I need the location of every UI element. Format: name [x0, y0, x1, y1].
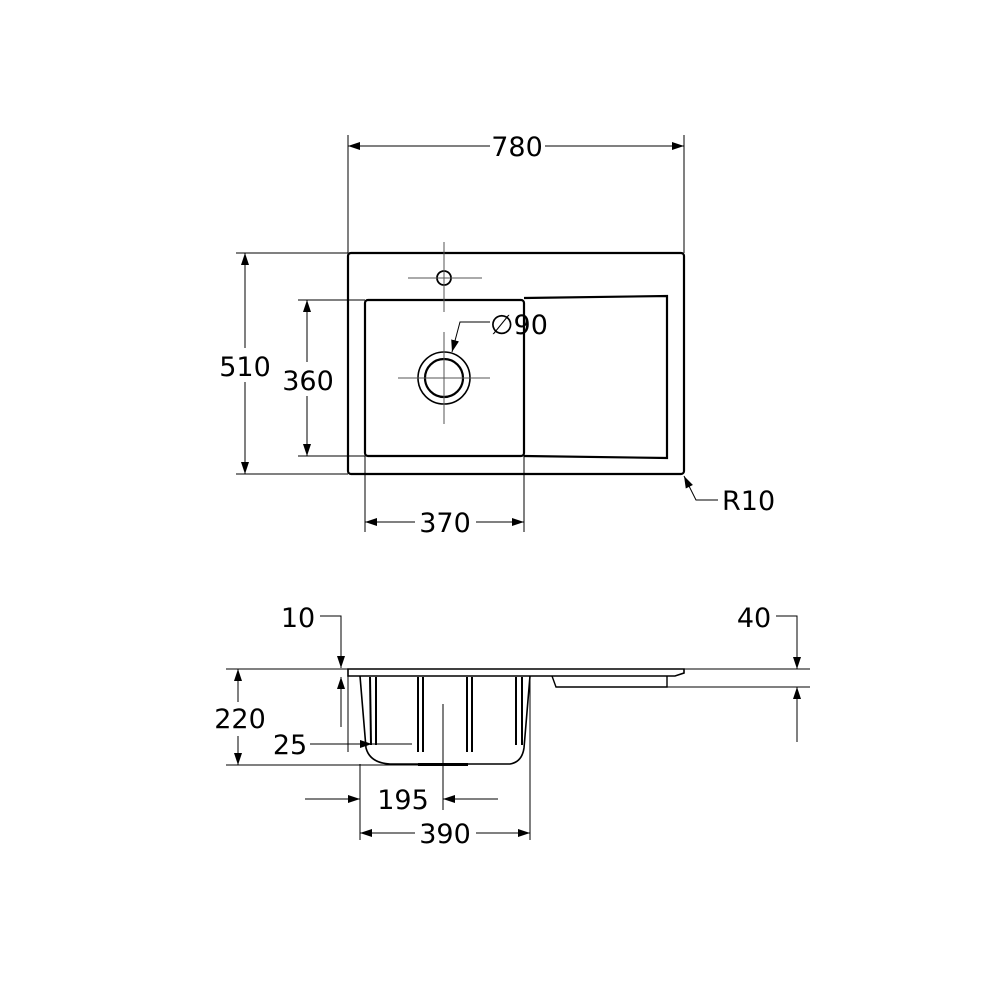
dimension-side-bowl-width: 390	[419, 819, 471, 850]
dimension-drainboard-depth: 40	[737, 603, 771, 634]
dimension-overall-width: 780	[491, 132, 543, 163]
top-view: 780 510 360 370 ∅90 R10	[218, 132, 775, 539]
dimension-drain-offset: 195	[377, 785, 429, 816]
side-view: 10 40 220 25 195 390	[212, 603, 810, 850]
dimension-bowl-depth: 360	[282, 366, 334, 397]
drainboard-profile	[551, 675, 668, 688]
dimension-drain-diameter: ∅90	[490, 310, 548, 341]
rim-profile	[347, 668, 685, 677]
dimension-bowl-width: 370	[419, 508, 471, 539]
dimension-bowl-height: 220	[214, 704, 266, 735]
bowl-profile	[359, 675, 531, 765]
drainboard-outline	[523, 294, 669, 460]
dimension-bowl-offset: 25	[273, 730, 307, 761]
dimension-rim-thickness: 10	[281, 603, 315, 634]
dimension-overall-depth: 510	[219, 352, 271, 383]
sink-outline	[346, 251, 686, 476]
dimension-corner-radius: R10	[722, 486, 775, 517]
